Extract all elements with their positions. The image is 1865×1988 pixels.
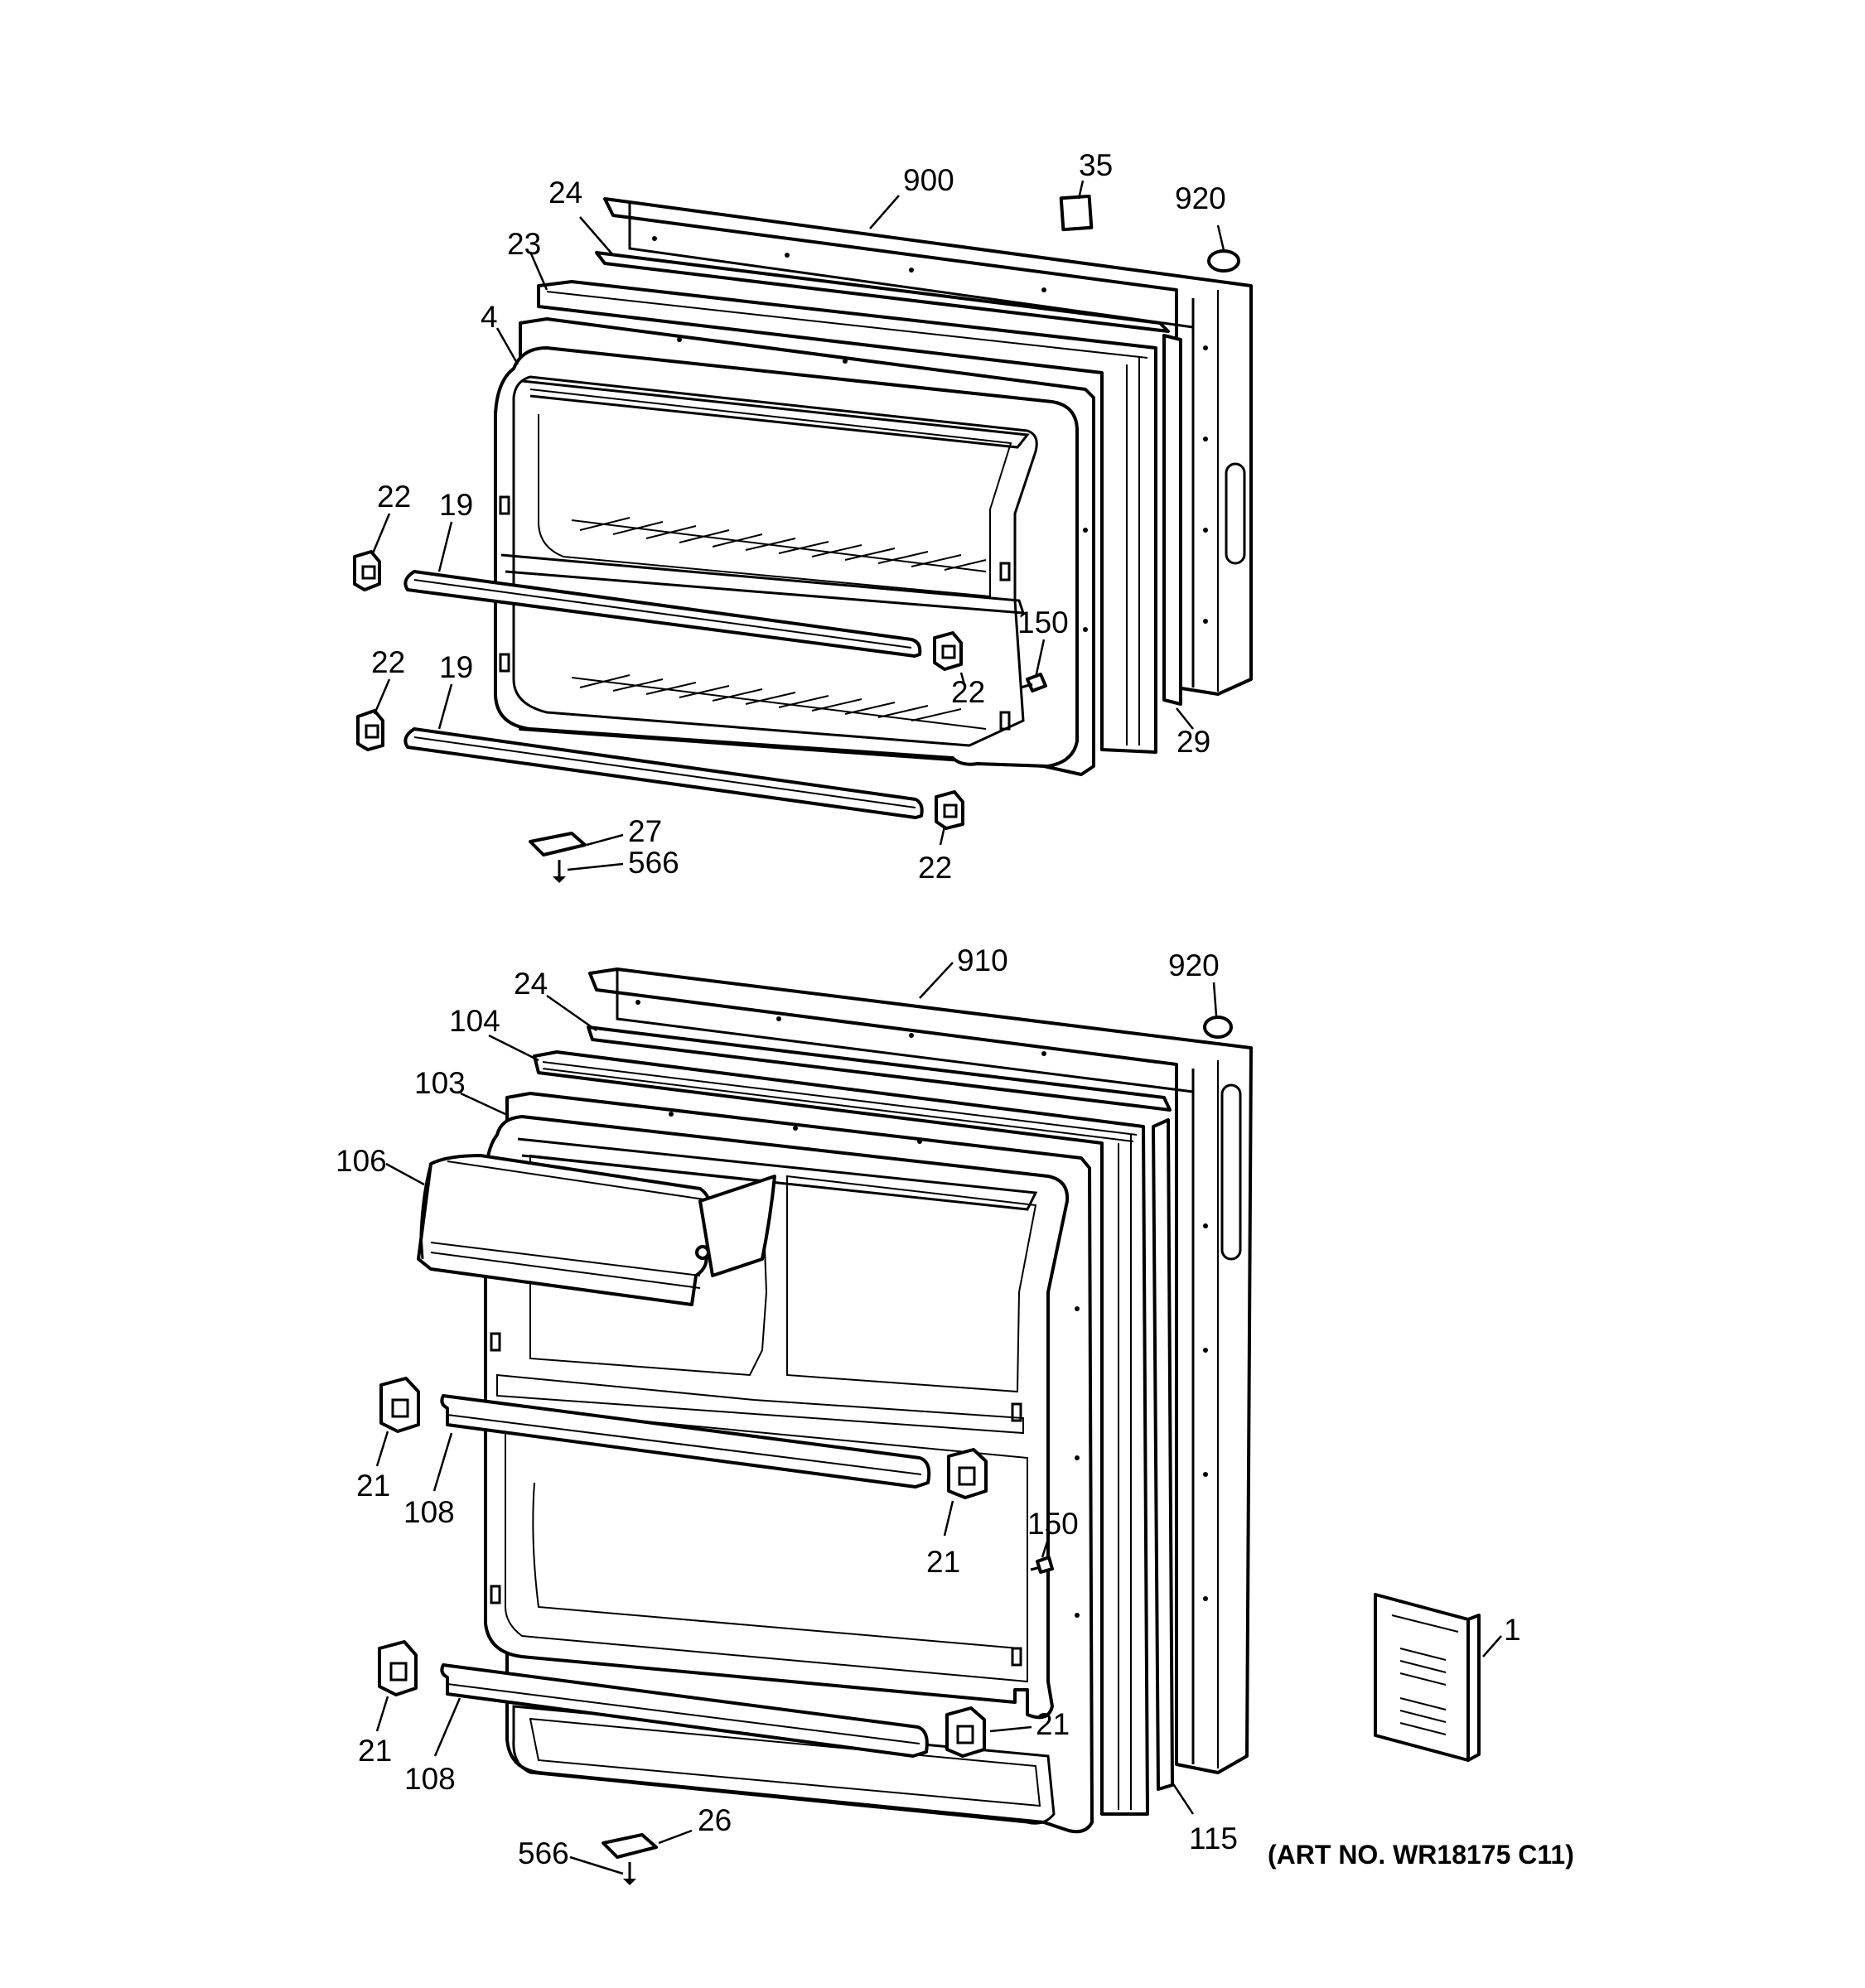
fresh-food-clip-21-top-left xyxy=(379,1377,420,1433)
fresh-food-outer-door-910 xyxy=(588,967,1253,1774)
freezer-hinge-plate-27 xyxy=(529,832,587,856)
label-22-top-right: 22 xyxy=(951,675,985,709)
label-1: 1 xyxy=(1504,1613,1521,1647)
freezer-plug-920 xyxy=(1207,249,1240,273)
fresh-food-screw-150 xyxy=(1030,1556,1054,1574)
label-27: 27 xyxy=(628,814,662,848)
freezer-screw-566 xyxy=(553,860,566,883)
fresh-food-dairy-door-106 xyxy=(417,1154,776,1306)
fresh-food-clip-21-bottom-right xyxy=(945,1706,986,1758)
label-22-bottom-right: 22 xyxy=(918,851,952,885)
label-29: 29 xyxy=(1176,725,1210,759)
freezer-door-assembly xyxy=(353,194,1253,883)
freezer-clip-22-top-right xyxy=(933,631,963,671)
freezer-shelf-bar-19-top xyxy=(403,570,922,658)
part-labels: 900 35 24 920 23 4 22 19 150 22 22 19 29… xyxy=(336,148,1521,1870)
freezer-inner-panel xyxy=(494,346,1079,768)
freezer-shelf-bar-19-bottom xyxy=(403,727,924,819)
art-number: (ART NO. WR18175 C11) xyxy=(1268,1840,1574,1870)
freezer-pad-35 xyxy=(1059,194,1094,232)
label-920-fresh: 920 xyxy=(1168,948,1220,982)
label-103: 103 xyxy=(414,1066,466,1100)
label-21-top-right: 21 xyxy=(926,1545,960,1579)
label-21-bottom-left: 21 xyxy=(358,1734,392,1768)
freezer-clip-22-bottom-right xyxy=(935,790,964,830)
fresh-food-breaker-115 xyxy=(1152,1118,1174,1791)
fresh-food-hinge-plate-26 xyxy=(602,1833,658,1859)
fresh-food-clip-21-top-right xyxy=(947,1448,988,1499)
fresh-food-screw-566 xyxy=(623,1862,636,1885)
label-23: 23 xyxy=(507,227,541,261)
fresh-food-door-strip-24 xyxy=(587,1025,1172,1112)
freezer-door-strip-24 xyxy=(595,251,1170,333)
label-22-bottom-left: 22 xyxy=(371,645,405,679)
owners-manual-1 xyxy=(1374,1593,1481,1762)
label-566-freezer: 566 xyxy=(628,846,679,880)
label-104: 104 xyxy=(449,1004,500,1038)
label-108-bottom: 108 xyxy=(404,1762,456,1796)
label-24-freezer: 24 xyxy=(548,176,582,210)
label-21-bottom-right: 21 xyxy=(1036,1707,1070,1741)
freezer-gasket-23 xyxy=(537,280,1157,754)
label-108-top: 108 xyxy=(403,1495,455,1529)
fresh-food-shelf-bar-108-bottom xyxy=(440,1663,929,1758)
label-4: 4 xyxy=(481,300,498,334)
label-115: 115 xyxy=(1189,1822,1238,1855)
fresh-food-plug-920 xyxy=(1203,1016,1233,1039)
label-35: 35 xyxy=(1079,148,1113,182)
fresh-food-gasket-104 xyxy=(533,1050,1149,1816)
freezer-breaker-29 xyxy=(1162,334,1182,706)
label-566-fresh: 566 xyxy=(518,1836,569,1870)
label-910: 910 xyxy=(957,943,1008,977)
label-24-fresh: 24 xyxy=(514,967,548,1001)
label-900: 900 xyxy=(903,163,954,197)
label-19-top: 19 xyxy=(439,488,473,522)
label-26: 26 xyxy=(698,1803,732,1837)
label-150-freezer: 150 xyxy=(1017,606,1069,639)
fresh-food-door-assembly xyxy=(378,967,1481,1885)
label-22-top-left: 22 xyxy=(377,480,411,514)
freezer-clip-22-top-left xyxy=(353,550,381,591)
label-150-fresh: 150 xyxy=(1027,1507,1079,1541)
fresh-food-clip-21-bottom-left xyxy=(378,1640,418,1696)
label-920-freezer: 920 xyxy=(1175,181,1226,215)
freezer-clip-22-bottom-left xyxy=(356,709,384,751)
label-21-top-left: 21 xyxy=(356,1469,390,1503)
leader-lines xyxy=(371,180,1502,1875)
label-106: 106 xyxy=(336,1144,387,1178)
freezer-outer-door-900 xyxy=(603,197,1253,696)
fresh-food-shelf-bar-108-top xyxy=(440,1394,931,1489)
label-19-bottom: 19 xyxy=(439,650,473,684)
